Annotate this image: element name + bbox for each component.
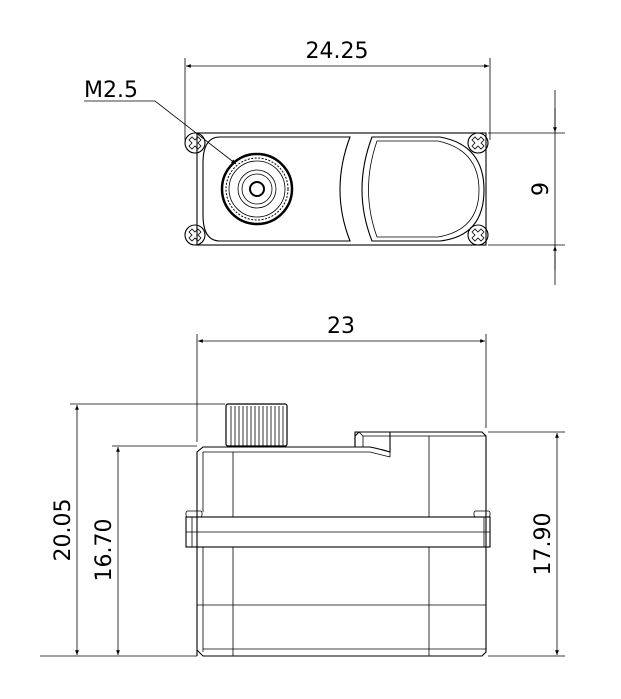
top-left-frame [202, 136, 351, 242]
screw-icon [184, 132, 206, 154]
thread-leader-line [84, 100, 237, 165]
total-height-dimension: 20.05 [51, 499, 76, 562]
right-height-dimension: 17.90 [531, 513, 556, 576]
body-top-left [196, 431, 391, 656]
top-body-outline [196, 132, 487, 246]
screw-icon [467, 132, 489, 154]
screw-icon [467, 224, 489, 246]
thread-label: M2.5 [84, 78, 138, 103]
output-gear [220, 152, 294, 226]
flange-tab [185, 510, 203, 518]
top-view: 24.25 9 M2.5 [84, 39, 565, 285]
output-spline [225, 403, 288, 447]
front-width-dimension: 23 [327, 314, 355, 339]
flange-tab [473, 510, 491, 518]
top-height-dimension: 9 [529, 182, 554, 196]
body-height-dimension: 16.70 [92, 519, 117, 582]
top-width-dimension: 24.25 [306, 39, 369, 64]
front-view: 23 20.05 16.70 17.90 [40, 314, 565, 657]
body-outline [196, 431, 487, 657]
screw-icon [184, 224, 206, 246]
